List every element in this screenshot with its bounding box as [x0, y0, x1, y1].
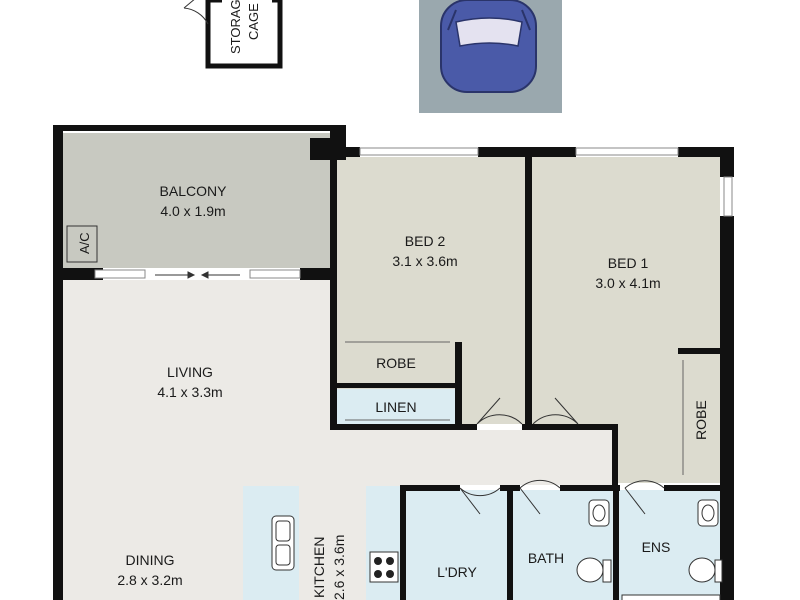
walls [53, 125, 734, 600]
linen-label: LINEN [375, 399, 416, 415]
shower-edge [621, 594, 721, 600]
sink-icon [271, 515, 295, 571]
room-labels: BALCONY 4.0 x 1.9m BED 2 3.1 x 3.6m BED … [117, 183, 709, 600]
door-swing-icon [476, 397, 523, 425]
living-name: LIVING [167, 364, 213, 380]
bed1-name: BED 1 [608, 255, 649, 271]
robe-bed1-label: ROBE [693, 400, 709, 440]
dining-name: DINING [126, 552, 175, 568]
door-swing-icon [532, 397, 579, 425]
living-floor [63, 280, 612, 600]
robe-dividers [345, 341, 684, 475]
ac-unit: A/C [66, 225, 98, 263]
kitchen-size: 2.6 x 3.6m [331, 535, 347, 600]
ensuite-label: ENS [642, 539, 671, 555]
storage-label-line2: CAGE [246, 3, 261, 40]
sliding-door-arrows-icon [155, 271, 240, 279]
dining-size: 2.8 x 3.2m [117, 572, 182, 588]
windows [94, 147, 733, 279]
door-swing-icon [459, 487, 501, 515]
door-swing-icon [624, 480, 665, 515]
toilet-icon [688, 557, 723, 583]
car-space [419, 0, 562, 113]
living-size: 4.1 x 3.3m [157, 384, 222, 400]
basin-icon [697, 499, 719, 527]
bath-fixtures [576, 499, 723, 600]
toilet-icon [576, 557, 612, 583]
balcony-size: 4.0 x 1.9m [160, 203, 225, 219]
kitchen-bench-right [366, 486, 400, 600]
floors [63, 133, 720, 600]
balcony-floor [63, 133, 330, 268]
door-swings [459, 397, 665, 515]
bed2-size: 3.1 x 3.6m [392, 253, 457, 269]
bath-label: BATH [528, 550, 564, 566]
kitchen-name: KITCHEN [311, 537, 327, 598]
bed2-name: BED 2 [405, 233, 446, 249]
balcony-name: BALCONY [160, 183, 228, 199]
bed1-size: 3.0 x 4.1m [595, 275, 660, 291]
robe-bed2-label: ROBE [376, 355, 416, 371]
ac-label: A/C [77, 232, 92, 254]
laundry-floor [406, 490, 507, 600]
storage-label-line1: STORAGE [228, 0, 243, 54]
storage-cage: STORAGE CAGE [183, 0, 283, 69]
kitchen-fixtures [271, 515, 399, 583]
bed2-floor [337, 157, 525, 424]
basin-icon [588, 499, 610, 527]
laundry-label: L'DRY [437, 564, 477, 580]
door-swing-icon [519, 479, 561, 515]
door-swing-icon [183, 0, 209, 25]
linen-floor [336, 389, 455, 424]
cooktop-icon [369, 551, 399, 583]
car-icon [440, 0, 537, 93]
